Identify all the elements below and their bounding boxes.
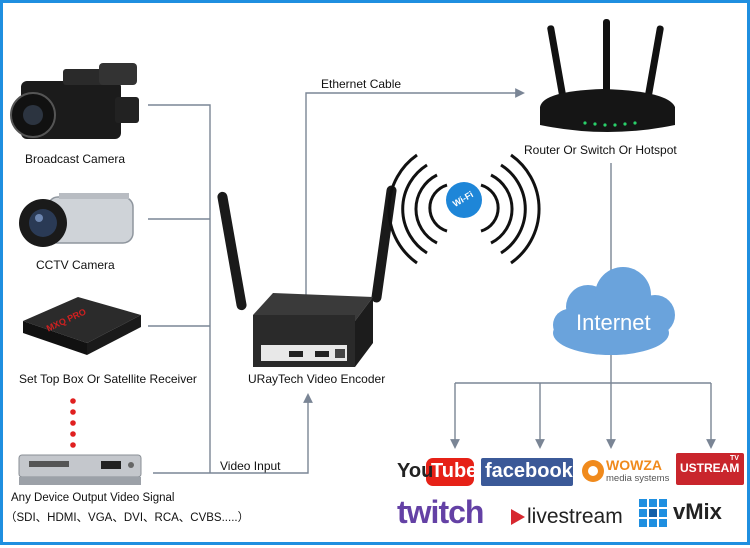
youtube-logo-you: You (397, 460, 434, 482)
set-top-box-label: Set Top Box Or Satellite Receiver (19, 372, 197, 386)
cctv-camera-icon (19, 193, 134, 247)
facebook-box (481, 458, 573, 486)
video-input-label: Video Input (220, 459, 281, 473)
livestream-logo: livestream (527, 505, 623, 528)
video-input-arrow (210, 393, 313, 474)
internet-label: Internet (576, 310, 651, 335)
internet-cloud-icon (553, 267, 675, 355)
encoder-device-icon (217, 185, 397, 367)
ethernet-cable-label: Ethernet Cable (321, 77, 402, 91)
vmix-logo: vMix (673, 499, 722, 524)
router-icon (540, 19, 675, 132)
facebook-logo: facebook (485, 460, 573, 482)
ustream-tv-mark: TV (730, 455, 739, 462)
wowza-subtitle: media systems (606, 473, 670, 484)
ustream-logo: USTREAM (680, 461, 740, 475)
any-device-label: Any Device Output Video Signal (11, 492, 175, 504)
twitch-logo: twitch (397, 494, 484, 530)
wowza-logo-mark (582, 460, 604, 482)
line-broadcast-camera (148, 104, 211, 473)
broadcast-camera-label: Broadcast Camera (25, 152, 126, 166)
connection-lines (10, 19, 744, 527)
cctv-camera-label: CCTV Camera (36, 258, 115, 272)
vmix-logo-mark (639, 499, 667, 527)
set-top-box-icon (23, 297, 141, 355)
wifi-icon (387, 153, 541, 265)
ethernet-cable-arrow (305, 88, 525, 301)
more-devices-dots (70, 398, 76, 448)
youtube-tube-box (426, 458, 474, 486)
output-device-icon (18, 454, 142, 485)
encoder-label: URayTech Video Encoder (248, 372, 386, 386)
wifi-badge (446, 182, 482, 218)
any-device-signals-label: （SDI、HDMI、VGA、DVI、RCA、CVBS.....） (5, 512, 250, 524)
wowza-logo: WOWZA (606, 457, 662, 473)
router-label: Router Or Switch Or Hotspot (524, 143, 677, 157)
broadcast-camera-icon (10, 63, 139, 139)
youtube-logo-tube: Tube (431, 460, 478, 482)
ustream-box (676, 453, 744, 485)
livestream-mark (511, 509, 525, 525)
